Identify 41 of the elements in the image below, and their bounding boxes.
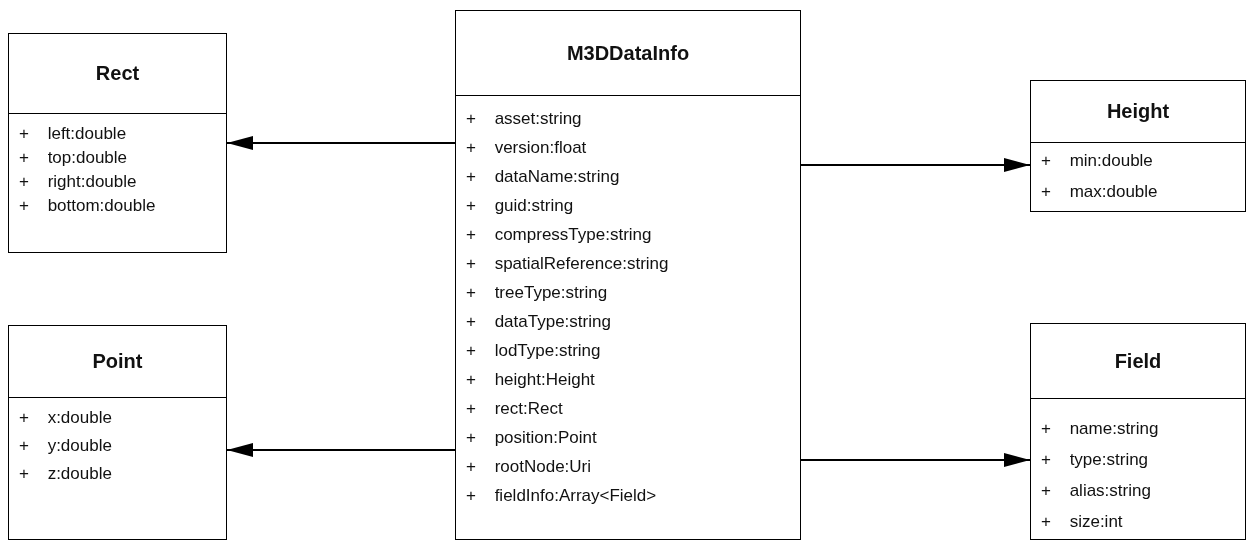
class-name: Rect (95, 62, 140, 85)
attribute: + version:float (466, 137, 588, 159)
attribute: + spatialReference:string (466, 253, 670, 275)
attribute: + rootNode:Uri (466, 456, 593, 478)
attribute: + treeType:string (466, 282, 609, 304)
attribute: + z:double (19, 463, 113, 485)
attribute: + position:Point (466, 427, 598, 449)
attribute: + lodType:string (466, 340, 602, 362)
class-name: Height (1106, 100, 1170, 123)
class-box (8, 33, 227, 253)
attribute: + fieldInfo:Array<Field> (466, 485, 658, 507)
attribute: + left:double (19, 123, 128, 145)
attribute: + rect:Rect (466, 398, 564, 420)
attribute: + right:double (19, 171, 138, 193)
attribute: + type:string (1041, 449, 1150, 471)
class-name: M3DDataInfo (566, 41, 690, 65)
attribute: + y:double (19, 435, 113, 457)
class-name: Point (92, 350, 143, 373)
attribute: + size:int (1041, 511, 1124, 533)
attribute: + x:double (19, 407, 113, 429)
attribute: + bottom:double (19, 195, 157, 217)
class-box (1030, 323, 1246, 540)
arrow (800, 158, 1031, 172)
attribute: + min:double (1041, 150, 1154, 172)
arrow (226, 443, 456, 457)
attribute: + dataName:string (466, 166, 621, 188)
attribute: + top:double (19, 147, 129, 169)
attribute: + compressType:string (466, 224, 653, 246)
attribute: + guid:string (466, 195, 575, 217)
class-box (1030, 80, 1246, 212)
arrow (800, 453, 1031, 467)
attribute: + max:double (1041, 181, 1159, 203)
class-box (8, 325, 227, 540)
arrow (226, 136, 456, 150)
attribute: + alias:string (1041, 480, 1152, 502)
class-name: Field (1114, 349, 1162, 373)
attribute: + name:string (1041, 418, 1160, 440)
attribute: + asset:string (466, 108, 583, 130)
attribute: + dataType:string (466, 311, 612, 333)
attribute: + height:Height (466, 369, 596, 391)
class-box (455, 10, 801, 540)
